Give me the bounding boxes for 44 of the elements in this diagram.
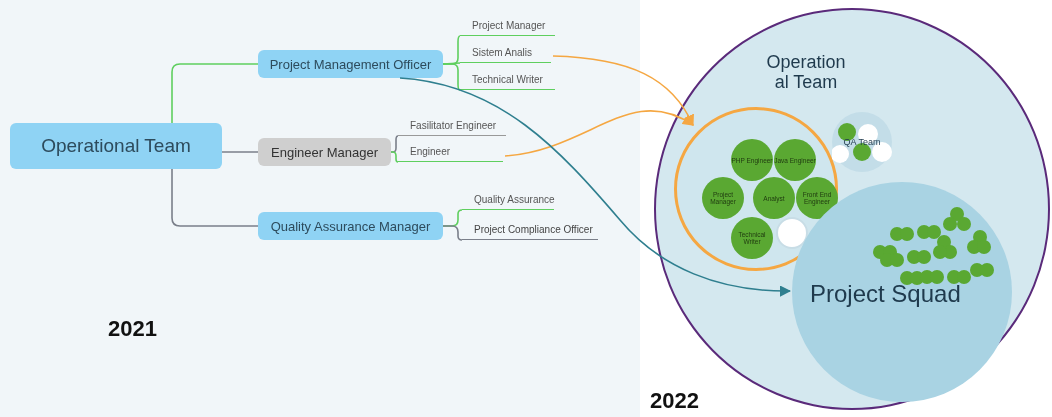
topic-box [258, 138, 391, 166]
topic-box [10, 123, 222, 169]
team-title: Project Squad [810, 280, 962, 308]
node-text: Engineer Manager [271, 144, 378, 160]
node-text: Fasilitator Engineer [410, 120, 497, 131]
node-text: Project Management Officer [269, 56, 432, 72]
branch-line [171, 168, 259, 227]
branch-text [460, 45, 551, 63]
topic-box [258, 212, 443, 240]
member-circle [776, 217, 808, 249]
arrow [504, 110, 694, 157]
branch-line [442, 225, 463, 241]
topic-box [258, 50, 443, 78]
branch-text [462, 222, 598, 240]
member-circle [731, 217, 773, 259]
node-text: Technical Writer [472, 74, 543, 85]
node-text: Operational Team [41, 135, 191, 157]
team-title: QA Team [843, 137, 881, 147]
node-text: Quality Assurance [474, 194, 555, 205]
node-text: Engineer [410, 146, 451, 157]
node-text: Project Manager [472, 20, 546, 31]
member-circle [731, 139, 773, 181]
branch-line [171, 63, 259, 124]
member-circle [774, 139, 816, 181]
arrow [552, 55, 694, 126]
branch-text [460, 18, 555, 36]
branch-text [398, 118, 506, 136]
year-label: 2021 [108, 316, 157, 342]
branch-text [460, 72, 555, 90]
node-text: Quality Assurance Manager [270, 218, 431, 234]
member-circle [702, 177, 744, 219]
team-title: Operation al Team [765, 52, 847, 92]
branch-text [398, 144, 503, 162]
team-circle [832, 112, 892, 172]
year-label: 2022 [650, 388, 699, 414]
branch-line [442, 63, 461, 91]
node-text: Sistem Analis [472, 47, 533, 58]
branch-line [390, 151, 399, 163]
member-circle [796, 177, 838, 219]
member-circle [753, 177, 795, 219]
branch-text [462, 192, 554, 210]
arrow [399, 77, 792, 297]
node-text: Project Compliance Officer [474, 224, 593, 235]
branch-line [221, 151, 259, 153]
